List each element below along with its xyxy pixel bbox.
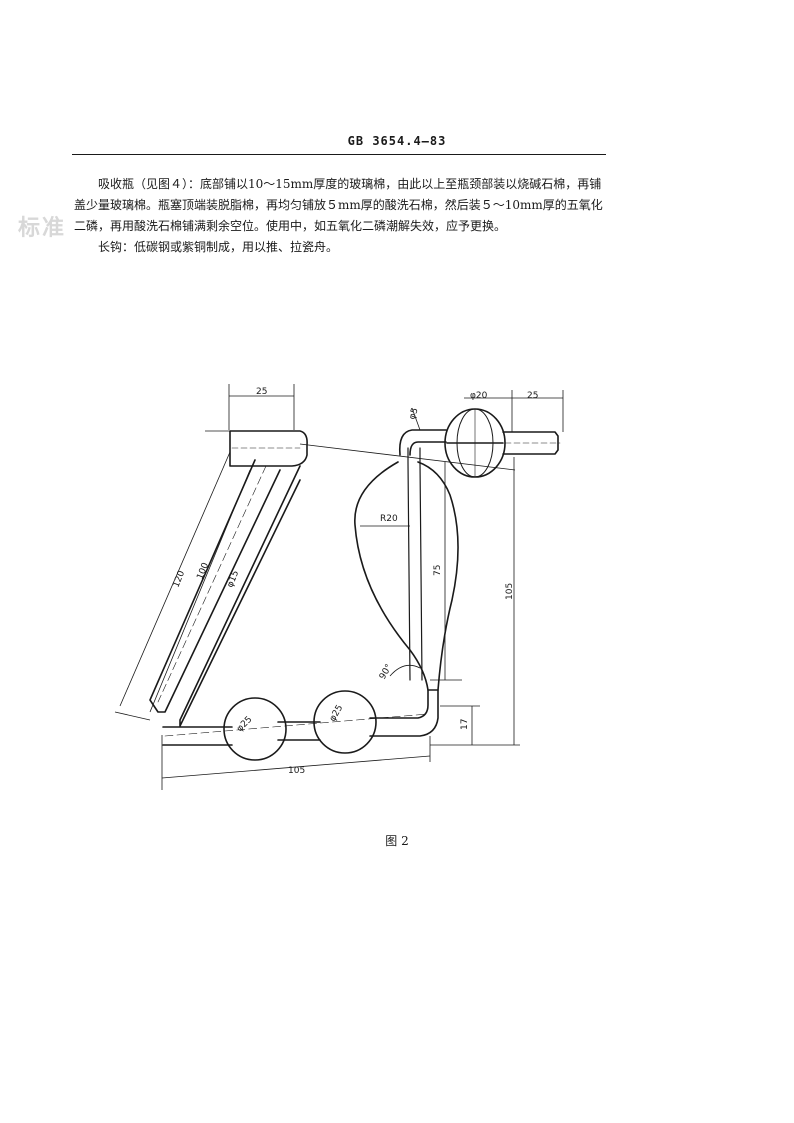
dim-75: 75 [433,565,443,576]
drying-flask [354,461,459,691]
standard-number: GB 3654.4—83 [347,134,447,148]
dim-105-right: 105 [505,583,515,600]
dim-105-bottom: 105 [288,766,305,776]
dim-120: 120 [172,569,188,589]
dim-17: 17 [460,719,470,730]
dim-phi25-right: φ25 [328,703,345,723]
dim-angle-90: 90° [378,663,395,682]
dim-phi20: φ20 [470,391,488,401]
header-rule [72,154,606,155]
right-outlet-tube [502,431,559,455]
dim-25-right: 25 [527,391,538,401]
figure-caption: 图 2 [385,834,409,848]
dim-r20: R20 [380,514,398,524]
dim-phi5: φ5 [407,407,420,421]
diagonal-tube [149,459,301,727]
bulb-right [313,690,377,754]
dim-phi25-left: φ25 [235,715,254,734]
dim-25-top: 25 [256,387,267,397]
body-text: 吸收瓶（见图４）：底部铺以10～15mm厚度的玻璃棉，由此以上至瓶颈部装以烧碱石… [74,174,608,258]
left-inlet-tube [229,430,308,467]
bottom-tube [162,689,439,746]
paragraph-absorption-bottle: 吸收瓶（见图４）：底部铺以10～15mm厚度的玻璃棉，由此以上至瓶颈部装以烧碱石… [74,177,603,233]
watermark-stamp: 标准 [18,216,67,241]
paragraph-long-hook: 长钩：低碳钢或紫铜制成，用以推、拉瓷舟。 [98,240,339,254]
top-connector [398,429,447,456]
dim-phi15: φ15 [226,569,242,589]
bulb-left [223,697,287,761]
